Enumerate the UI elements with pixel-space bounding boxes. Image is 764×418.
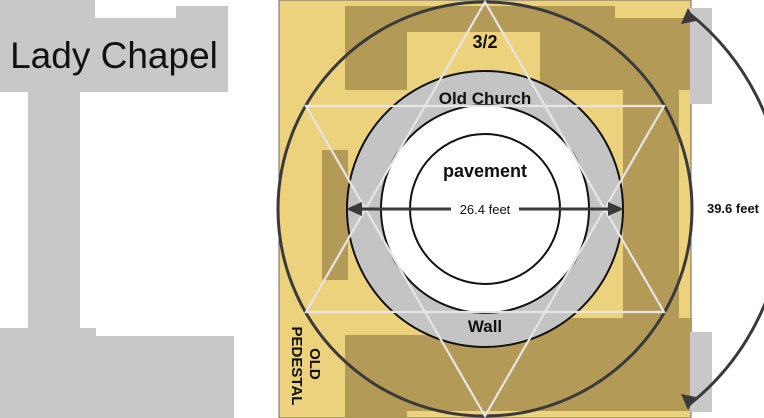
- old-pedestal-line-1: OLD: [306, 348, 323, 380]
- bronze-right-shaft: [623, 90, 679, 320]
- pavement-label: pavement: [443, 161, 527, 181]
- chapel-bottom-right-block: [96, 336, 234, 418]
- bronze-bottom-right-block: [540, 318, 692, 348]
- chapel-bottom-band: [0, 328, 96, 418]
- chapel-nave-shaft: [28, 92, 80, 338]
- hexagram-up-triangle: [304, 0, 666, 314]
- arrowhead-right: [608, 202, 624, 216]
- outer-dimension-arc: 39.6 feet: [681, 8, 764, 410]
- chapel-title-band: [0, 18, 228, 92]
- arrowhead-left: [346, 202, 362, 216]
- lady-chapel-title: Lady Chapel: [10, 35, 218, 76]
- arc-arrowhead-top: [681, 8, 696, 24]
- wall-label: Wall: [468, 317, 502, 336]
- bronze-top-right-block: [540, 18, 692, 90]
- old-pedestal-line-2: PEDESTAL: [288, 327, 305, 406]
- hexagram-down-triangle: [304, 104, 666, 418]
- inner-dimension-arrow: 26.4 feet: [346, 201, 624, 218]
- old-church-label: Old Church: [439, 89, 532, 108]
- outer-dimension-label: 39.6 feet: [707, 201, 760, 216]
- old-pedestal-label: OLD PEDESTAL: [288, 327, 323, 406]
- arc-arrowhead-bottom: [681, 394, 696, 410]
- bronze-top-left-block: [345, 32, 407, 90]
- right-edge-strip-lower: [690, 332, 712, 412]
- ratio-label: 3/2: [472, 32, 497, 52]
- right-edge-strip: [690, 8, 712, 104]
- hexagram: [304, 0, 666, 418]
- inner-dimension-label: 26.4 feet: [460, 202, 511, 217]
- lady-chapel-plan: Lady Chapel: [0, 0, 234, 418]
